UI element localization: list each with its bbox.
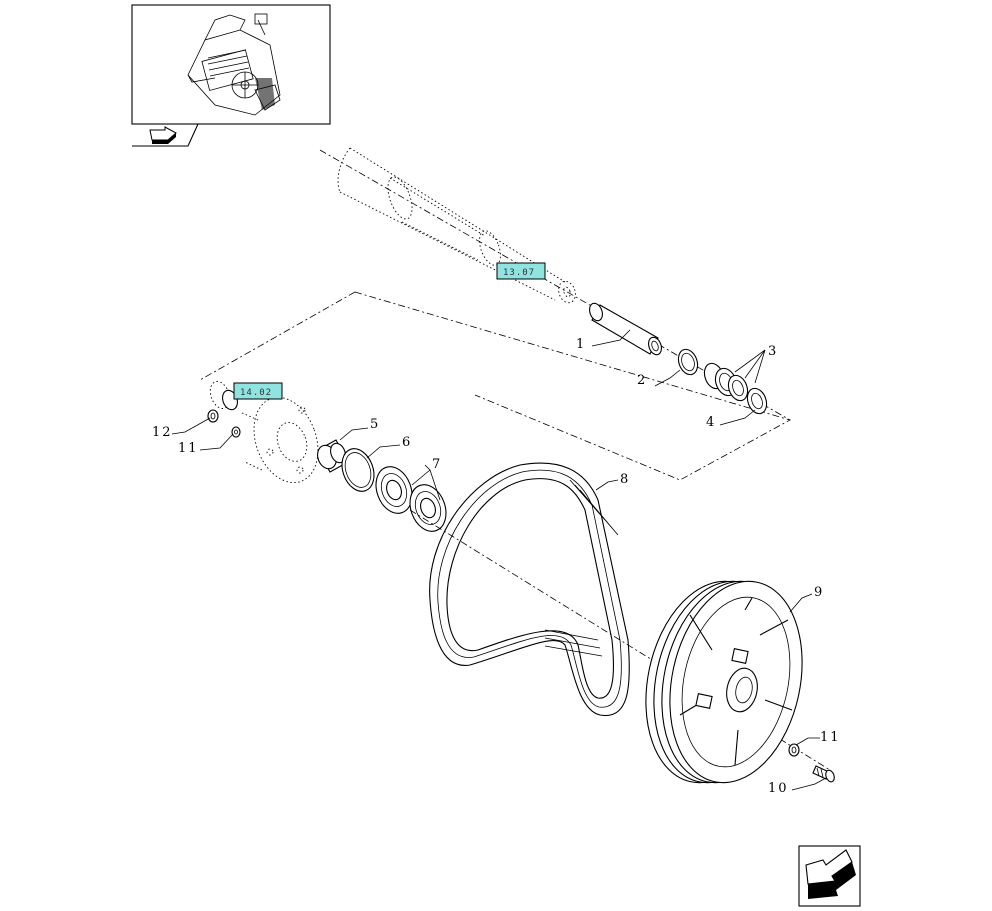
back-arrow-icon[interactable] xyxy=(132,123,199,147)
callout-11-right: 11 xyxy=(820,730,841,745)
callout-12: 12 xyxy=(152,425,173,440)
ref-tag-flange[interactable]: 14.02 xyxy=(233,382,283,400)
callout-11-left: 11 xyxy=(178,441,199,456)
part-12-nut xyxy=(207,409,219,423)
callout-3: 3 xyxy=(768,344,778,359)
part-1-pin xyxy=(589,302,662,356)
callout-8: 8 xyxy=(620,472,630,487)
part-9-pulley xyxy=(645,580,803,784)
assembly-thumbnail[interactable] xyxy=(131,4,331,125)
part-10-bolt xyxy=(812,765,835,783)
part-11-washer-left xyxy=(231,426,241,438)
part-5-bushing xyxy=(317,439,349,473)
part-4-ring xyxy=(746,387,768,415)
next-arrow-icon[interactable] xyxy=(798,845,861,907)
callout-2: 2 xyxy=(637,373,647,388)
ref-tag-shaft[interactable]: 13.07 xyxy=(496,262,546,280)
callout-4: 4 xyxy=(706,415,716,430)
callout-7: 7 xyxy=(432,457,442,472)
callout-10: 10 xyxy=(768,781,789,796)
leader-lines xyxy=(171,329,827,791)
callout-6: 6 xyxy=(402,435,412,450)
part-2-ring xyxy=(677,348,699,376)
callout-9: 9 xyxy=(814,585,824,600)
part-3-seals xyxy=(703,362,749,402)
part-7-bearings xyxy=(375,466,447,532)
part-11-washer-right xyxy=(788,743,800,757)
ref-tag-flange-text: 14.02 xyxy=(240,388,272,398)
part-6-ring xyxy=(341,448,375,492)
callout-1: 1 xyxy=(576,337,586,352)
part-8-belt xyxy=(429,462,630,717)
ref-tag-shaft-text: 13.07 xyxy=(503,268,535,278)
callout-5: 5 xyxy=(370,417,380,432)
